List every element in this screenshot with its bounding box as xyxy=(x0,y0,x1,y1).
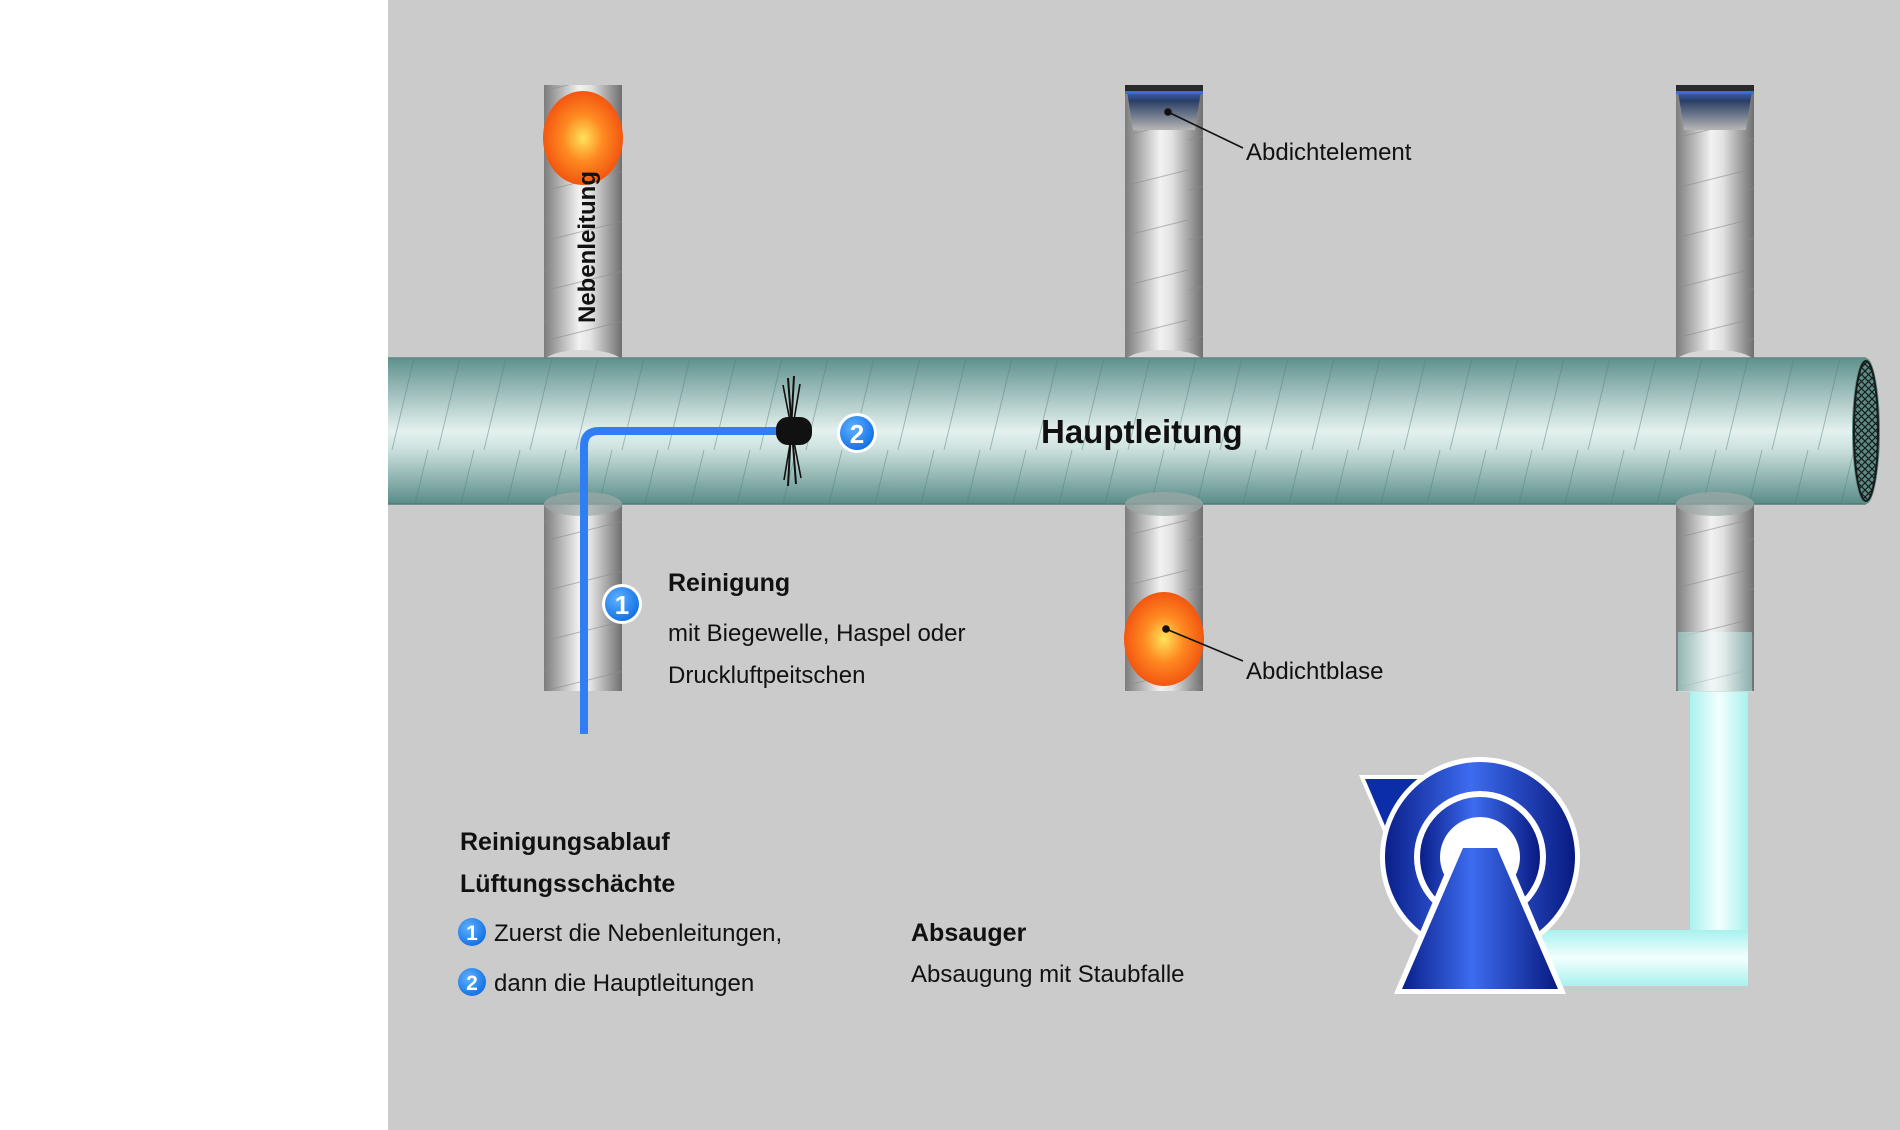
procedure-title-2: Lüftungsschächte xyxy=(460,870,675,898)
procedure-step-2-badge: 2 xyxy=(466,972,478,995)
cleaning-line-1: mit Biegewelle, Haspel oder xyxy=(668,620,965,647)
procedure-step-1-badge: 1 xyxy=(466,922,478,945)
sealing-element-middle xyxy=(1125,85,1203,130)
step-2-badge: 2 xyxy=(837,413,877,453)
step-1-badge-number: 1 xyxy=(615,590,629,620)
leader-lines xyxy=(1162,108,1244,662)
pipe-end-mesh xyxy=(1852,358,1880,504)
cleaning-line-2: Druckluftpeitschen xyxy=(668,662,865,689)
branch-opening-right xyxy=(1676,492,1754,516)
cleaning-brush-icon xyxy=(776,375,812,487)
branch-pipe-label: Nebenleitung xyxy=(574,171,601,323)
cleaning-title: Reinigung xyxy=(668,569,790,597)
procedure-step-2-text: dann die Hauptleitungen xyxy=(494,970,754,997)
procedure-step-1-text: Zuerst die Nebenleitungen, xyxy=(494,920,782,947)
sealing-element-right xyxy=(1676,85,1754,130)
procedure-step-2: 2 dann die Hauptleitungen xyxy=(458,968,754,997)
sealing-balloon-label: Abdichtblase xyxy=(1246,658,1383,685)
sealing-balloon-left xyxy=(543,91,623,185)
step-1-badge: 1 xyxy=(602,584,642,624)
ventilation-cleaning-diagram: 2 1 Hauptleitung Nebenleitung Abdichtele… xyxy=(388,0,1900,1130)
exhaust-duct xyxy=(1538,632,1752,986)
suction-title: Absauger xyxy=(911,919,1027,947)
branch-pipe-middle-top xyxy=(1125,85,1203,374)
cleaning-line xyxy=(580,427,780,734)
procedure-title-1: Reinigungsablauf xyxy=(460,828,670,856)
procedure-step-1: 1 Zuerst die Nebenleitungen, xyxy=(458,918,782,947)
main-pipe-label: Hauptleitung xyxy=(1041,413,1243,450)
suction-text: Absaugung mit Staubfalle xyxy=(911,961,1185,988)
step-2-badge-number: 2 xyxy=(850,419,864,449)
sealing-balloon-middle xyxy=(1124,592,1204,686)
branch-opening-middle xyxy=(1125,492,1203,516)
left-margin xyxy=(0,0,388,1130)
centrifugal-fan-icon xyxy=(1358,757,1580,994)
sealing-element-label: Abdichtelement xyxy=(1246,139,1412,166)
